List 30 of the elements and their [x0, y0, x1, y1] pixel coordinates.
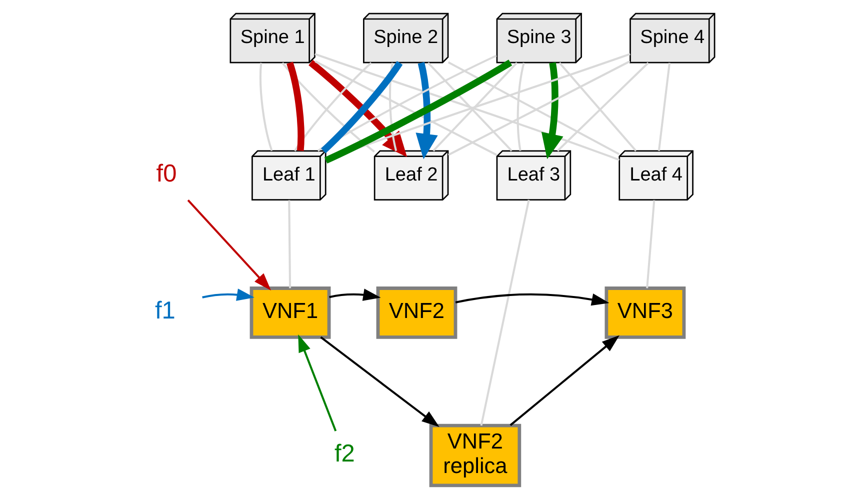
arrow	[320, 336, 439, 428]
node-text: f2	[334, 440, 354, 468]
node-box: VNF3	[604, 286, 686, 339]
connector	[516, 62, 524, 151]
connector	[556, 62, 648, 152]
connector	[646, 200, 655, 288]
connector	[293, 62, 372, 152]
connector	[480, 200, 530, 426]
arrow	[328, 288, 380, 301]
arrow	[186, 200, 271, 290]
connector	[258, 62, 272, 152]
arrow	[540, 62, 563, 160]
connector	[324, 60, 512, 164]
connector	[320, 60, 402, 154]
connector	[388, 62, 397, 152]
arrow	[202, 288, 254, 301]
arrow	[415, 62, 438, 160]
node-text: f0	[156, 160, 176, 188]
connector	[281, 62, 374, 153]
node-box: VNF2	[376, 286, 457, 339]
connector	[558, 62, 636, 152]
node-box: VNF1	[249, 286, 330, 339]
arrow	[454, 293, 609, 306]
arrow	[509, 335, 620, 426]
arrow	[298, 334, 336, 432]
node-box: VNF2 replica	[428, 424, 521, 488]
connector	[657, 62, 670, 151]
node-text: f1	[154, 298, 175, 325]
connector	[288, 200, 291, 288]
connector	[286, 62, 304, 152]
